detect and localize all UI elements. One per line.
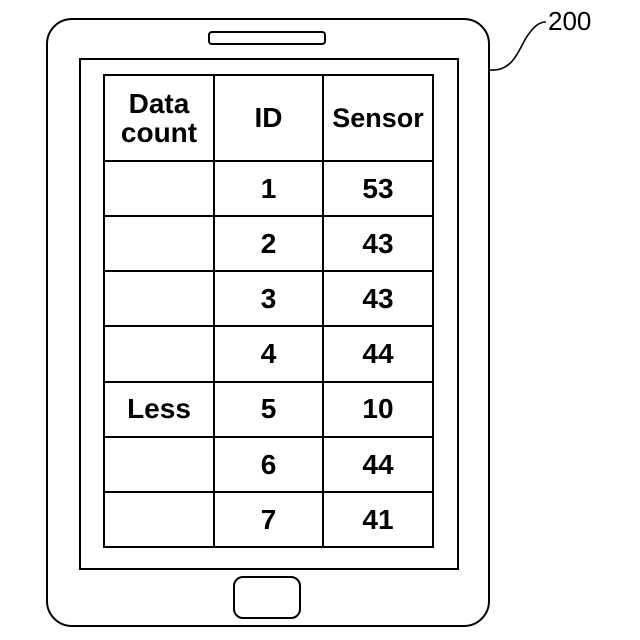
cell-data-count: [104, 216, 214, 271]
table-row: 343: [104, 271, 433, 326]
cell-id: 1: [214, 161, 323, 216]
cell-sensor: 43: [323, 271, 433, 326]
cell-sensor: 10: [323, 382, 433, 437]
header-data-count: Datacount: [104, 75, 214, 161]
table-row: 243: [104, 216, 433, 271]
cell-sensor: 53: [323, 161, 433, 216]
cell-data-count: [104, 437, 214, 492]
cell-sensor: 44: [323, 437, 433, 492]
reference-numeral: 200: [548, 6, 591, 37]
speaker-slot: [208, 31, 326, 45]
table-row: 153: [104, 161, 433, 216]
cell-id: 4: [214, 326, 323, 381]
cell-id: 3: [214, 271, 323, 326]
table-row: 444: [104, 326, 433, 381]
cell-id: 6: [214, 437, 323, 492]
home-button[interactable]: [233, 576, 301, 619]
table-row: Less510: [104, 382, 433, 437]
cell-sensor: 44: [323, 326, 433, 381]
header-sensor: Sensor: [323, 75, 433, 161]
cell-data-count: [104, 161, 214, 216]
cell-data-count: [104, 492, 214, 547]
cell-data-count: Less: [104, 382, 214, 437]
cell-id: 2: [214, 216, 323, 271]
header-id: ID: [214, 75, 323, 161]
cell-sensor: 43: [323, 216, 433, 271]
data-table: Datacount ID Sensor 153243343444Less5106…: [103, 74, 434, 548]
cell-id: 7: [214, 492, 323, 547]
cell-sensor: 41: [323, 492, 433, 547]
cell-id: 5: [214, 382, 323, 437]
table-row: 741: [104, 492, 433, 547]
table-header-row: Datacount ID Sensor: [104, 75, 433, 161]
header-data-count-label: Datacount: [121, 88, 197, 148]
cell-data-count: [104, 326, 214, 381]
cell-data-count: [104, 271, 214, 326]
table-row: 644: [104, 437, 433, 492]
